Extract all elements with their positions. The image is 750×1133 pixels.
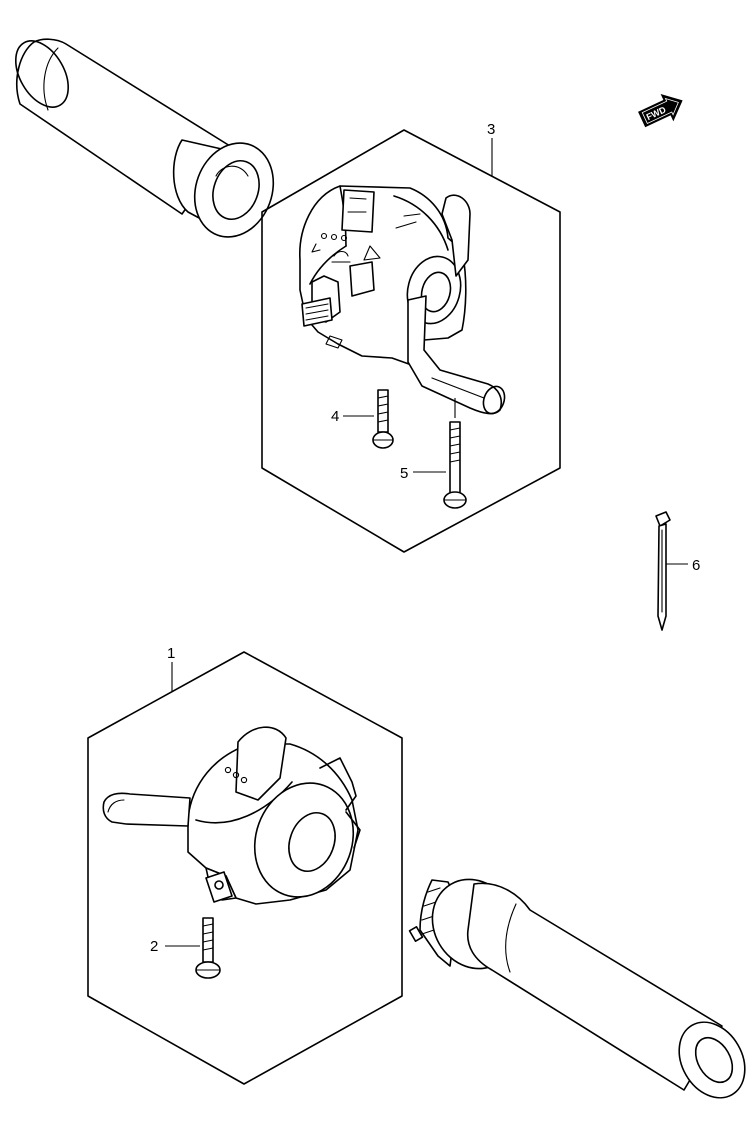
left-grip-part bbox=[14, 38, 275, 238]
right-switch-assembly bbox=[299, 185, 506, 415]
callout-6: 6 bbox=[692, 557, 700, 574]
left-switch-assembly bbox=[102, 726, 361, 905]
callout-1: 1 bbox=[167, 645, 175, 662]
callout-leaders bbox=[165, 138, 688, 947]
lower-assembly-frame bbox=[87, 651, 403, 1085]
right-grip-part bbox=[408, 878, 746, 1099]
cable-tie-part-6 bbox=[655, 511, 671, 631]
screw-part-5 bbox=[443, 398, 467, 509]
callout-3: 3 bbox=[487, 121, 495, 138]
callout-2: 2 bbox=[150, 938, 158, 955]
screw-part-2 bbox=[195, 917, 221, 979]
upper-assembly-frame bbox=[261, 129, 561, 553]
screw-part-4 bbox=[372, 389, 394, 449]
callout-5: 5 bbox=[400, 465, 408, 482]
callout-4: 4 bbox=[331, 408, 339, 425]
fwd-arrow-icon: FWD bbox=[638, 93, 683, 128]
